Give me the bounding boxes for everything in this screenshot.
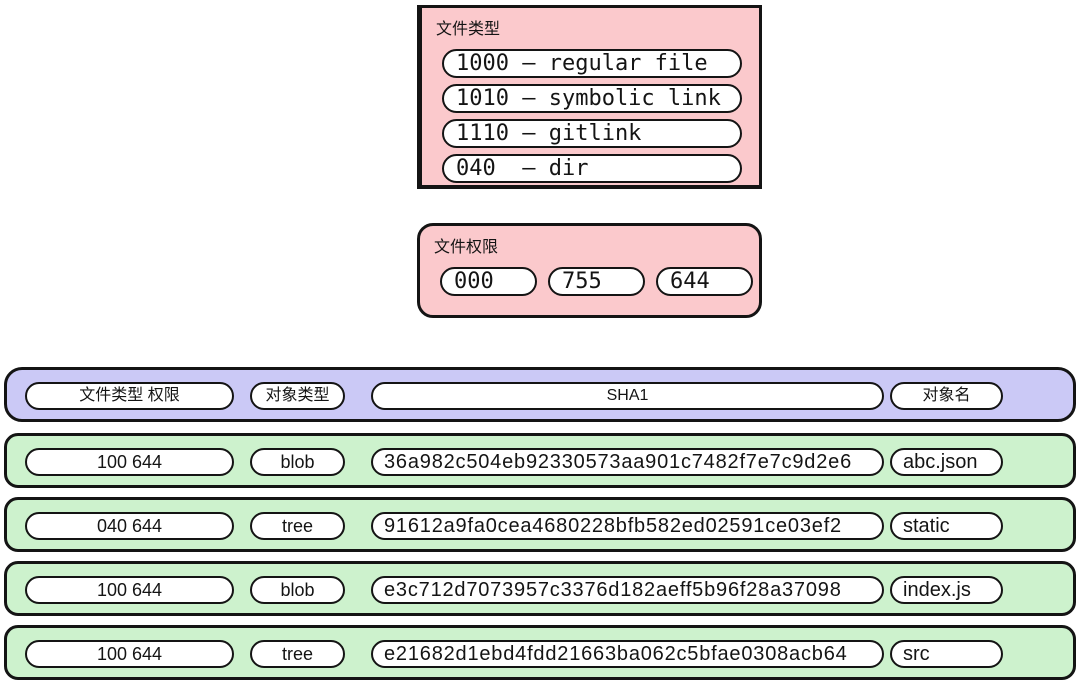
file-type-item: 1000 – regular file [442, 49, 742, 78]
entry-sha1-pill: 91612a9fa0cea4680228bfb582ed02591ce03ef2 [371, 512, 884, 540]
header-cell-object-type: 对象类型 [250, 382, 345, 410]
entry-sha1-pill: e21682d1ebd4fdd21663ba062c5bfae0308acb64 [371, 640, 884, 668]
tree-entry-row: 040 644 tree 91612a9fa0cea4680228bfb582e… [4, 497, 1076, 552]
entry-name-pill: index.js [890, 576, 1003, 604]
tree-entry-row: 100 644 blob e3c712d7073957c3376d182aeff… [4, 561, 1076, 616]
file-permission-box-title: 文件权限 [434, 239, 499, 256]
entry-mode-pill: 100 644 [25, 576, 234, 604]
file-permission-item: 644 [656, 267, 753, 296]
file-type-box: 文件类型 1000 – regular file 1010 – symbolic… [417, 5, 762, 189]
entry-type-pill: blob [250, 576, 345, 604]
entry-name-pill: src [890, 640, 1003, 668]
header-cell-object-name: 对象名 [890, 382, 1003, 410]
entry-type-pill: blob [250, 448, 345, 476]
entry-type-pill: tree [250, 512, 345, 540]
entry-sha1-pill: e3c712d7073957c3376d182aeff5b96f28a37098 [371, 576, 884, 604]
file-permission-item: 000 [440, 267, 537, 296]
entry-name-pill: static [890, 512, 1003, 540]
file-permission-box: 文件权限 000 755 644 [417, 223, 762, 318]
file-permission-item: 755 [548, 267, 645, 296]
tree-table-header-row: 文件类型 权限 对象类型 SHA1 对象名 [4, 367, 1076, 422]
entry-sha1-pill: 36a982c504eb92330573aa901c7482f7e7c9d2e6 [371, 448, 884, 476]
entry-name-pill: abc.json [890, 448, 1003, 476]
file-permission-items: 000 755 644 [440, 267, 759, 296]
entry-mode-pill: 100 644 [25, 448, 234, 476]
tree-entry-row: 100 644 tree e21682d1ebd4fdd21663ba062c5… [4, 625, 1076, 680]
tree-entry-row: 100 644 blob 36a982c504eb92330573aa901c7… [4, 433, 1076, 488]
file-type-item: 1010 – symbolic link [442, 84, 742, 113]
entry-type-pill: tree [250, 640, 345, 668]
file-type-item: 1110 – gitlink [442, 119, 742, 148]
header-cell-sha1: SHA1 [371, 382, 884, 410]
entry-mode-pill: 040 644 [25, 512, 234, 540]
entry-mode-pill: 100 644 [25, 640, 234, 668]
file-type-item: 040 – dir [442, 154, 742, 183]
header-cell-mode: 文件类型 权限 [25, 382, 234, 410]
file-type-box-title: 文件类型 [436, 21, 501, 38]
